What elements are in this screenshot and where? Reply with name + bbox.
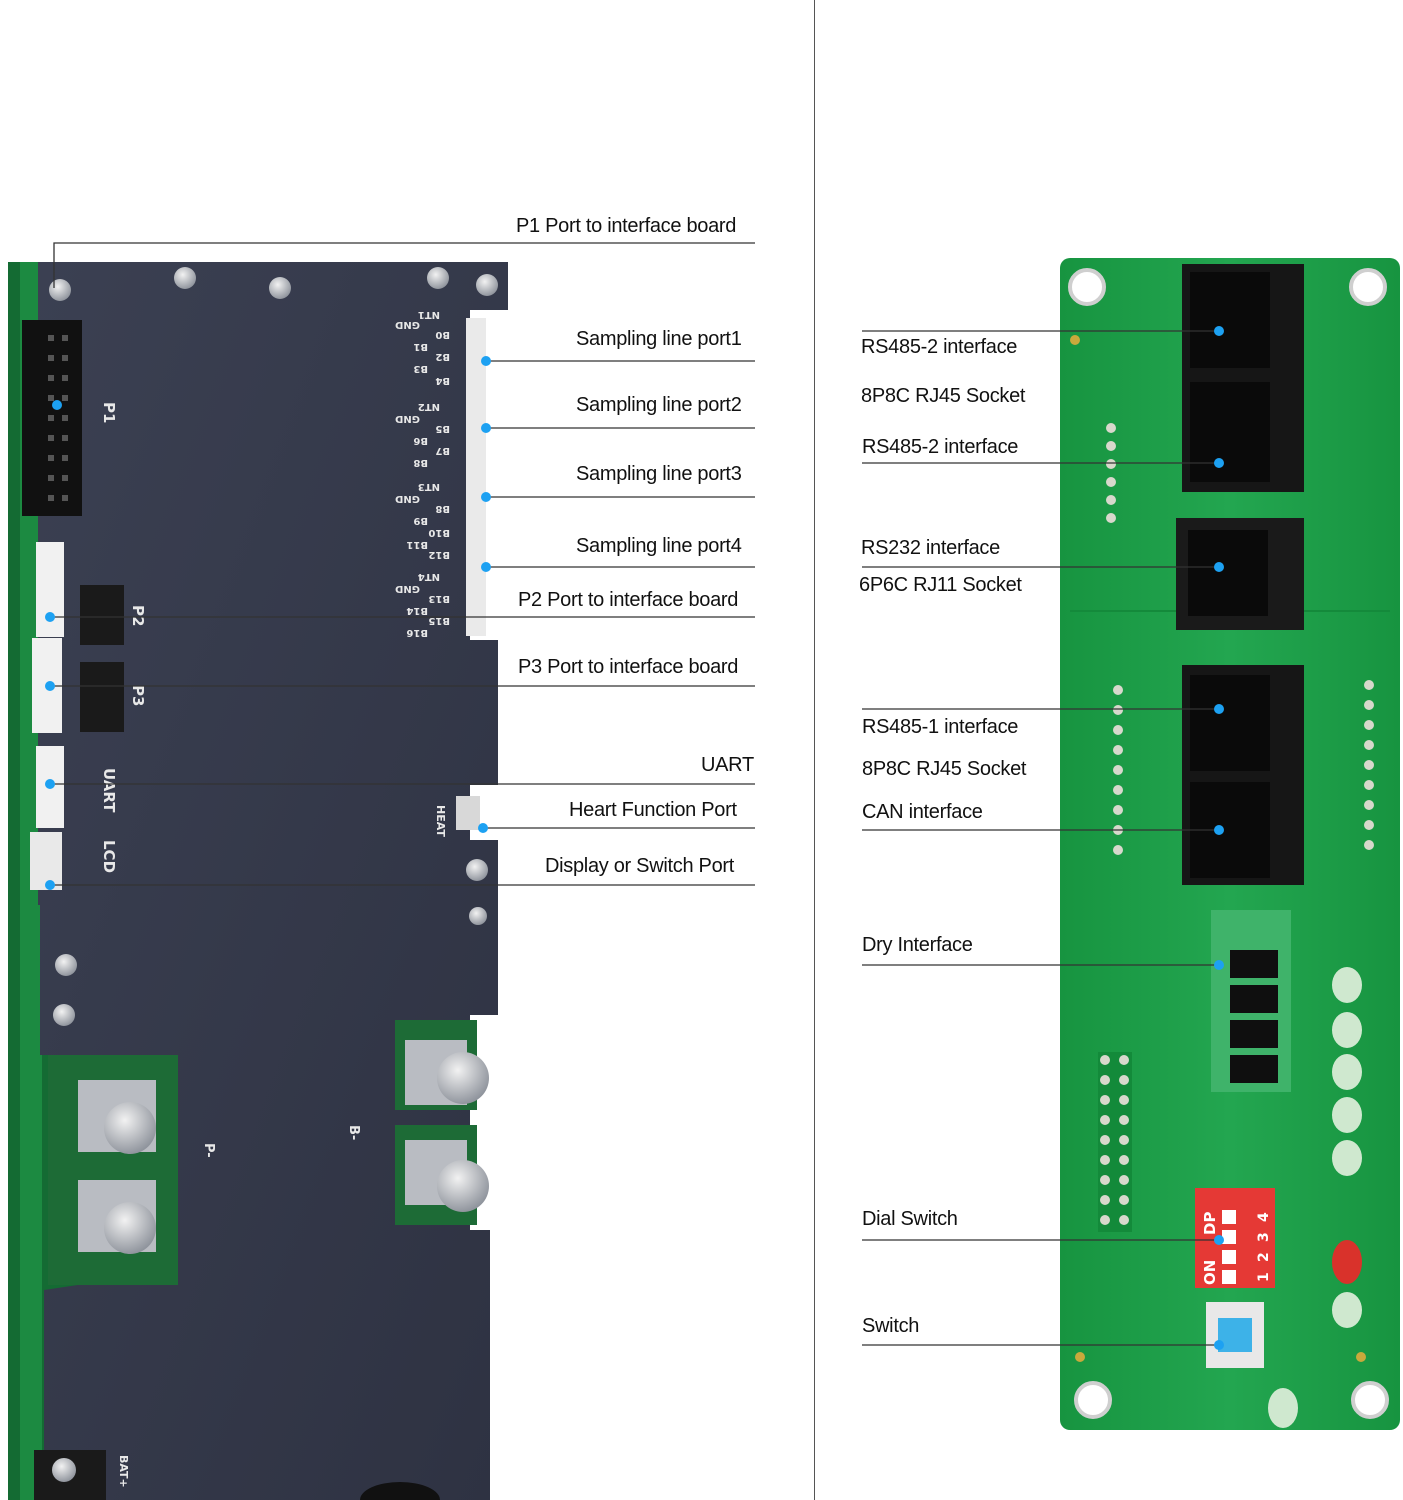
pin-label: NT2 bbox=[418, 401, 440, 412]
pin-label: B10 bbox=[428, 527, 450, 538]
pin-label: B4 bbox=[435, 375, 450, 386]
mounting-holes bbox=[1068, 268, 1389, 1419]
pin-label: B1 bbox=[413, 341, 428, 352]
pin-label: GND bbox=[395, 413, 420, 424]
marker-p1 bbox=[52, 400, 62, 410]
silk-dp: DP bbox=[1201, 1212, 1219, 1235]
pin-label: NT4 bbox=[418, 571, 440, 582]
marker-p2 bbox=[45, 612, 55, 622]
pin-label: B12 bbox=[428, 549, 450, 560]
marker-dry bbox=[1214, 960, 1224, 970]
pin-label: B3 bbox=[413, 363, 428, 374]
marker-can bbox=[1214, 825, 1224, 835]
label-dial-switch: Dial Switch bbox=[862, 1208, 958, 1230]
silk-p-minus: P- bbox=[201, 1143, 216, 1158]
pin-label: B13 bbox=[428, 593, 450, 604]
label-rj45-socket-a: 8P8C RJ45 Socket bbox=[861, 385, 1026, 407]
label-switch: Switch bbox=[862, 1315, 920, 1337]
leader-lines bbox=[50, 242, 1219, 1346]
label-heat-port: Heart Function Port bbox=[569, 799, 737, 821]
label-rj45-socket-b: 8P8C RJ45 Socket bbox=[862, 758, 1027, 780]
label-rs485-2-interface-a: RS485-2 interface bbox=[861, 336, 1018, 358]
pin-label: B8 bbox=[413, 457, 428, 468]
pin-label: B7 bbox=[435, 445, 450, 456]
label-sampling-port2: Sampling line port2 bbox=[576, 394, 742, 416]
heat-connector bbox=[456, 796, 480, 830]
marker-rs485-1 bbox=[1214, 704, 1224, 714]
pin-label: B0 bbox=[435, 329, 450, 340]
pin-label: GND bbox=[395, 493, 420, 504]
marker-uart bbox=[45, 779, 55, 789]
pin-label: B5 bbox=[435, 423, 450, 434]
label-sampling-port4: Sampling line port4 bbox=[576, 535, 742, 557]
silk-dip-4: 4 bbox=[1256, 1212, 1272, 1222]
label-p3-port: P3 Port to interface board bbox=[518, 656, 739, 678]
marker-p3 bbox=[45, 681, 55, 691]
p2-connector bbox=[36, 542, 64, 637]
pin-label: B9 bbox=[413, 515, 428, 526]
label-rs232-interface: RS232 interface bbox=[861, 537, 1000, 559]
header-pins bbox=[1106, 423, 1374, 855]
label-sampling-port3: Sampling line port3 bbox=[576, 463, 742, 485]
lcd-connector bbox=[30, 832, 62, 890]
silk-p2: P2 bbox=[129, 605, 147, 626]
silk-b-minus: B- bbox=[346, 1125, 361, 1140]
silk-bat-plus: BAT+ bbox=[117, 1455, 130, 1488]
silk-dip-3: 3 bbox=[1256, 1232, 1272, 1242]
marker-rs232 bbox=[1214, 562, 1224, 572]
marker-switch bbox=[1214, 1340, 1224, 1350]
pin-label: B8 bbox=[435, 503, 450, 514]
power-terminals bbox=[48, 1020, 489, 1285]
pin-label: NT1 bbox=[418, 309, 440, 320]
pin-label: GND bbox=[395, 319, 420, 330]
marker-rs485-2b bbox=[1214, 458, 1224, 468]
left-main-board: P1 P2 P3 UART LCD HEAT B- P- BAT+ NT1 GN… bbox=[8, 262, 508, 1500]
label-rs485-2-interface-b: RS485-2 interface bbox=[862, 436, 1019, 458]
marker-lcd bbox=[45, 880, 55, 890]
silk-on: ON bbox=[1201, 1260, 1219, 1285]
silk-lcd: LCD bbox=[100, 840, 118, 873]
label-p2-port: P2 Port to interface board bbox=[518, 589, 739, 611]
label-display-switch-port: Display or Switch Port bbox=[545, 855, 735, 877]
marker-s2 bbox=[481, 423, 491, 433]
pin-label: B11 bbox=[406, 539, 428, 550]
marker-dial bbox=[1214, 1235, 1224, 1245]
panel-divider bbox=[814, 0, 815, 1500]
leds bbox=[1268, 967, 1362, 1428]
pin-label: B14 bbox=[406, 605, 428, 616]
label-rj11-socket: 6P6C RJ11 Socket bbox=[859, 574, 1022, 596]
label-dry-interface: Dry Interface bbox=[862, 934, 973, 956]
silk-heat: HEAT bbox=[434, 805, 447, 837]
silk-p1: P1 bbox=[100, 402, 118, 423]
label-uart: UART bbox=[701, 754, 754, 776]
marker-s4 bbox=[481, 562, 491, 572]
cover-screws bbox=[49, 267, 498, 1026]
pin-label: B15 bbox=[428, 615, 450, 626]
left-cover-plate bbox=[38, 262, 508, 1500]
marker-s1 bbox=[481, 356, 491, 366]
sampling-connectors bbox=[466, 318, 486, 636]
right-interface-board: ON DP 4 3 2 1 bbox=[1060, 258, 1400, 1430]
label-can-interface: CAN interface bbox=[862, 801, 983, 823]
marker-s3 bbox=[481, 492, 491, 502]
pin-label: NT3 bbox=[418, 481, 440, 492]
label-rs485-1-interface: RS485-1 interface bbox=[862, 716, 1019, 738]
silk-uart: UART bbox=[100, 768, 118, 813]
label-sampling-port1: Sampling line port1 bbox=[576, 328, 742, 350]
label-p1-port: P1 Port to interface board bbox=[516, 215, 737, 237]
marker-heat bbox=[478, 823, 488, 833]
silk-dip-2: 2 bbox=[1256, 1252, 1272, 1262]
pin-labels: NT1 GND B0 B1 B2 B3 B4 NT2 GND B5 B6 B7 … bbox=[395, 309, 450, 638]
marker-rs485-2a bbox=[1214, 326, 1224, 336]
marker-dots bbox=[45, 326, 1224, 1350]
pin-label: GND bbox=[395, 583, 420, 594]
silk-dip-1: 1 bbox=[1256, 1272, 1272, 1282]
pin-label: B16 bbox=[406, 627, 428, 638]
pin-label: B6 bbox=[413, 435, 428, 446]
pin-label: B2 bbox=[435, 351, 450, 362]
silk-p3: P3 bbox=[129, 685, 147, 706]
